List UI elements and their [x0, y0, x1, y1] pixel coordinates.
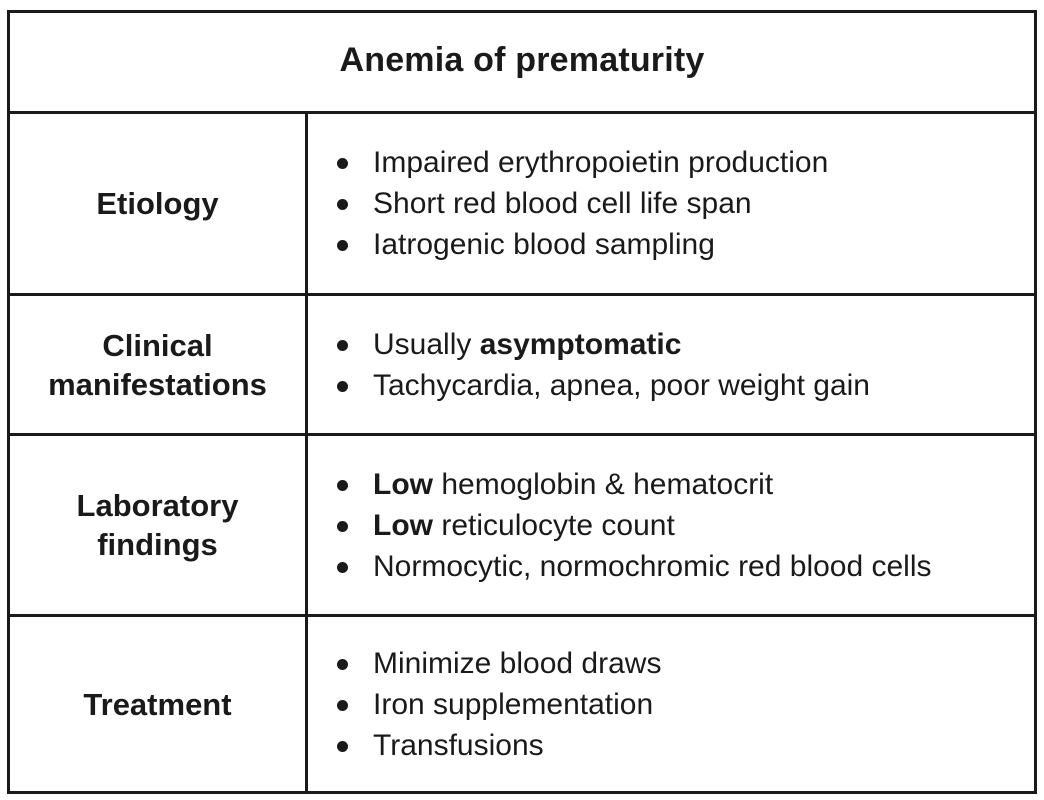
row-treatment: Treatment Minimize blood draws Iron supp… — [10, 617, 1034, 791]
list-item: Low hemoglobin & hematocrit — [334, 464, 932, 505]
bullet-icon — [337, 658, 348, 670]
row-label-laboratory-findings: Laboratory findings — [10, 436, 308, 614]
row-label-clinical-manifestations: Clinical manifestations — [10, 296, 308, 433]
bullet-icon — [337, 240, 348, 251]
list-item: Impaired erythropoietin production — [334, 142, 828, 183]
table-title: Anemia of prematurity — [339, 40, 705, 79]
row-laboratory-findings: Laboratory findings Low hemoglobin & hem… — [10, 436, 1034, 617]
list-item: Short red blood cell life span — [334, 183, 828, 224]
row-label-etiology: Etiology — [10, 114, 308, 293]
bullet-list: Low hemoglobin & hematocrit Low reticulo… — [334, 464, 932, 587]
table-header: Anemia of prematurity — [10, 13, 1034, 114]
bullet-list: Usually asymptomatic Tachycardia, apnea,… — [334, 324, 870, 406]
bullet-icon — [337, 199, 348, 210]
row-content-etiology: Impaired erythropoietin production Short… — [308, 114, 1034, 293]
row-etiology: Etiology Impaired erythropoietin product… — [10, 114, 1034, 296]
bullet-list: Impaired erythropoietin production Short… — [334, 142, 828, 265]
summary-table: Anemia of prematurity Etiology Impaired … — [7, 10, 1037, 794]
list-item: Iron supplementation — [334, 684, 661, 725]
row-content-treatment: Minimize blood draws Iron supplementatio… — [308, 617, 1034, 791]
bullet-icon — [337, 479, 348, 491]
list-item: Tachycardia, apnea, poor weight gain — [334, 365, 870, 406]
row-label-line: Etiology — [96, 186, 219, 221]
bullet-icon — [337, 699, 348, 711]
bullet-icon — [337, 380, 348, 392]
list-item: Normocytic, normochromic red blood cells — [334, 546, 932, 587]
bullet-list: Minimize blood draws Iron supplementatio… — [334, 643, 661, 766]
list-item: Minimize blood draws — [334, 643, 661, 684]
row-content-laboratory-findings: Low hemoglobin & hematocrit Low reticulo… — [308, 436, 1034, 614]
row-content-clinical-manifestations: Usually asymptomatic Tachycardia, apnea,… — [308, 296, 1034, 433]
row-label-line: Laboratory — [76, 488, 239, 523]
row-label-line: Clinical — [102, 327, 213, 363]
list-item: Transfusions — [334, 725, 661, 766]
row-label-line: manifestations — [48, 366, 267, 402]
bullet-icon — [337, 158, 348, 169]
bullet-icon — [337, 520, 348, 532]
row-label-treatment: Treatment — [10, 617, 308, 791]
bullet-icon — [337, 339, 348, 351]
list-item: Iatrogenic blood sampling — [334, 224, 828, 265]
list-item: Usually asymptomatic — [334, 324, 870, 365]
row-label-line: findings — [97, 527, 218, 562]
list-item: Low reticulocyte count — [334, 505, 932, 546]
row-clinical-manifestations: Clinical manifestations Usually asymptom… — [10, 296, 1034, 436]
row-label-line: Treatment — [83, 686, 232, 722]
bullet-icon — [337, 561, 348, 573]
bullet-icon — [337, 740, 348, 752]
